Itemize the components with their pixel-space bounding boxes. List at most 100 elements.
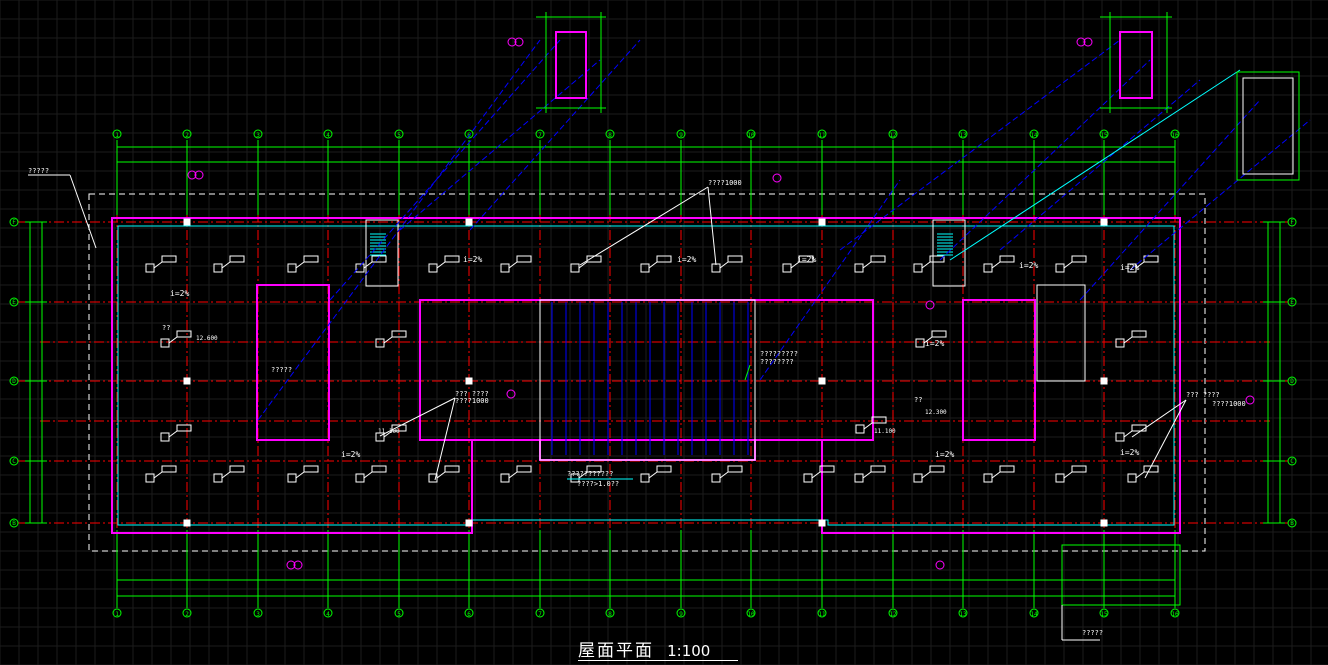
leader-n1b: [69, 174, 97, 249]
reference-line: [949, 69, 1241, 261]
axis-bubble-top: [112, 129, 122, 139]
drain-pipe-line: [329, 39, 561, 301]
note-n4: ????????: [760, 358, 794, 366]
axis-label-bottom: 12: [889, 611, 897, 618]
note-n8: ????1000: [1212, 400, 1246, 408]
roof-drain-leader: [1123, 336, 1133, 344]
axis-bubble-right: [1287, 297, 1297, 307]
axis-label-bottom: 13: [959, 611, 967, 618]
roof-drain-leader: [363, 261, 373, 269]
axis-label-bottom: 5: [397, 611, 401, 618]
axis-label-top: 7: [538, 132, 542, 139]
roof-drain: [160, 338, 170, 348]
bottom-detail-box: [1061, 544, 1181, 606]
axis-bubble-left: [9, 297, 19, 307]
roof-drain-leader: [648, 261, 658, 269]
drain-tag: [1131, 330, 1147, 338]
roof-drain-leader: [508, 471, 518, 479]
column-marker: [1100, 377, 1108, 385]
roof-drain: [287, 473, 297, 483]
drain-tag: [1143, 255, 1159, 263]
axis-bubble-top: [605, 129, 615, 139]
roof-drain-leader: [1063, 261, 1073, 269]
roof-drain: [711, 263, 721, 273]
axis-bubble-bottom: [253, 608, 263, 618]
roof-drain: [1055, 473, 1065, 483]
slope-label: i=2%: [1019, 261, 1038, 270]
axis-bubble-bottom: [535, 608, 545, 618]
drain-tag: [586, 465, 602, 473]
upper-plan-right: [1119, 31, 1153, 99]
axis-bubble-bottom: [464, 608, 474, 618]
note-n12: ??: [914, 396, 922, 404]
roof-hatch-right: [1036, 284, 1086, 382]
roof-drain: [500, 263, 510, 273]
roof-drain-leader: [508, 261, 518, 269]
roof-drain-leader: [383, 430, 393, 438]
roof-drain: [640, 263, 650, 273]
axis-bubble-left: [9, 376, 19, 386]
drain-tag: [870, 255, 886, 263]
roof-drain-leader: [1135, 261, 1145, 269]
drain-tag: [391, 330, 407, 338]
axis-bubble-top: [817, 129, 827, 139]
axis-label-top: 5: [397, 132, 401, 139]
drain-tag: [391, 424, 407, 432]
roof-drain-leader: [363, 471, 373, 479]
axis-bubble-top: [1170, 129, 1180, 139]
column-marker: [183, 218, 191, 226]
roof-drain: [375, 338, 385, 348]
column-marker: [818, 377, 826, 385]
drawing-title-text: 屋面平面: [578, 641, 654, 661]
drain-tag: [656, 255, 672, 263]
axis-label-bottom: 6: [467, 611, 471, 618]
roof-drain: [1115, 338, 1125, 348]
roof-drain: [782, 263, 792, 273]
roof-drain-leader: [719, 471, 729, 479]
roof-drain: [213, 263, 223, 273]
roof-drain-leader: [811, 471, 821, 479]
slope-label: i=2%: [797, 255, 816, 264]
drain-tag: [999, 465, 1015, 473]
title-underline: [578, 660, 738, 661]
axis-label-right: F: [1290, 219, 1294, 226]
drain-tag: [161, 255, 177, 263]
axis-label-bottom: 1: [115, 611, 119, 618]
drawing-scale: 1:100: [667, 642, 711, 660]
axis-label-right: D: [1290, 378, 1294, 385]
roof-drain-leader: [719, 261, 729, 269]
roof-drain: [145, 473, 155, 483]
roof-drain: [854, 473, 864, 483]
drain-tag: [656, 465, 672, 473]
note-n13: ??? ????: [455, 390, 489, 398]
axis-bubble-bottom: [112, 608, 122, 618]
roof-drain-leader: [862, 261, 872, 269]
axis-label-top: 14: [1030, 132, 1038, 139]
roof-drain: [145, 263, 155, 273]
upper-plan-left: [555, 31, 587, 99]
roof-drain: [500, 473, 510, 483]
roof-drain: [1127, 473, 1137, 483]
column-marker: [183, 519, 191, 527]
leader-n14b: [1144, 399, 1187, 479]
column-marker: [818, 519, 826, 527]
axis-bubble-bottom: [888, 608, 898, 618]
elevation-label: 12.300: [925, 409, 947, 416]
column-marker: [818, 218, 826, 226]
axis-label-top: 1: [115, 132, 119, 139]
drawing-title: 屋面平面 1:100: [578, 636, 738, 662]
roof-drain-leader: [991, 471, 1001, 479]
note-n6: ????>1.0??: [577, 480, 619, 488]
roof-drain-leader: [168, 336, 178, 344]
drain-tag: [516, 255, 532, 263]
axis-label-top: 15: [1100, 132, 1108, 139]
axis-label-bottom: 14: [1030, 611, 1038, 618]
upper-plan-far-right-inner: [1242, 77, 1294, 175]
axis-bubble-left: [9, 518, 19, 528]
roof-drain-leader: [923, 336, 933, 344]
roof-drain-leader: [1123, 430, 1133, 438]
callout-circle: [514, 37, 524, 47]
callout-circle: [187, 170, 197, 180]
axis-bubble-bottom: [958, 608, 968, 618]
